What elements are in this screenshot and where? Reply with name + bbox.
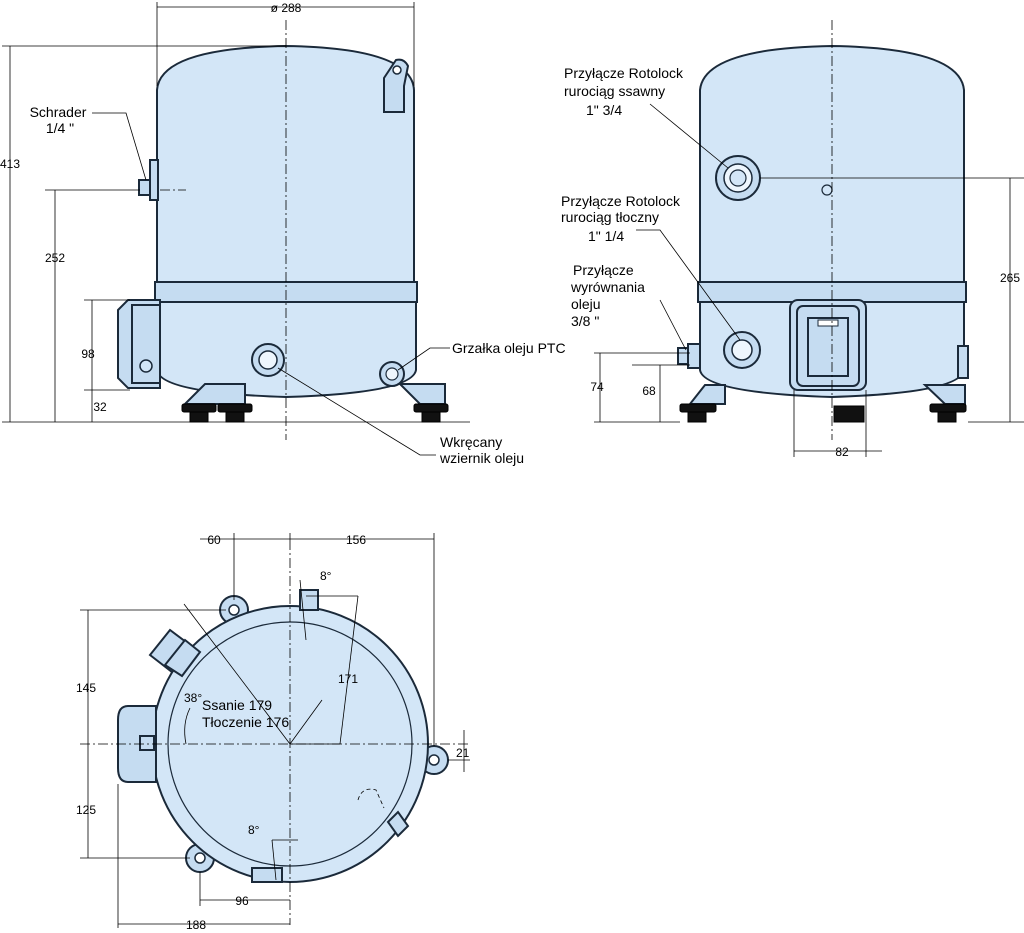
dim-width-box: 82: [835, 445, 849, 459]
side-feet: [181, 383, 449, 423]
dim-height-base: 32: [93, 400, 107, 414]
discharge-label-2: rurociąg tłoczny: [561, 209, 659, 225]
dim-height-total: 413: [0, 157, 20, 171]
terminal-box: [117, 299, 161, 389]
suction-label-2: rurociąg ssawny: [564, 83, 665, 99]
top-heater-fitting: [386, 810, 410, 838]
dim-height-suction: 265: [1000, 271, 1020, 285]
oil-heater: [379, 361, 405, 387]
discharge-rotolock: [723, 331, 761, 369]
oil-equalization-fitting: [677, 343, 701, 369]
oil-label-1: Przyłącze: [573, 262, 634, 278]
top-view: 60 156 8° 171 145 125 38° Ssanie 179 Tło…: [76, 533, 470, 932]
discharge-text: Tłoczenie 176: [202, 714, 289, 730]
dim-height-schrader: 252: [45, 251, 65, 265]
dim-height-oil-2: 68: [642, 384, 656, 398]
dim-diameter: ø 288: [271, 1, 302, 15]
top-discharge-fitting: [299, 589, 319, 611]
dim-21: 21: [456, 746, 470, 760]
right-side-fitting: [957, 345, 969, 379]
side-shell: [156, 44, 415, 289]
oil-label-3: oleju: [571, 296, 601, 312]
suction-label-3: 1" 3/4: [586, 102, 622, 118]
lifting-lug: [383, 58, 410, 113]
front-view: 265 74 68 82 Przyłącze Rotolock rurociąg…: [561, 20, 1024, 459]
angle-38: 38°: [184, 691, 202, 705]
terminal-box-front: [789, 299, 867, 391]
front-feet: [679, 384, 967, 423]
discharge-label-3: 1" 1/4: [588, 228, 624, 244]
schrader-size: 1/4 ": [46, 120, 74, 136]
sightglass-label: Wkręcany: [440, 434, 502, 450]
angle-8-bottom: 8°: [248, 823, 260, 837]
suction-label-1: Przyłącze Rotolock: [564, 65, 684, 81]
dim-145: 145: [76, 681, 96, 695]
oil-label-2: wyrównania: [570, 279, 645, 295]
suction-rotolock: [715, 155, 761, 201]
side-lower-shell: [156, 301, 417, 399]
suction-text: Ssanie 179: [202, 697, 272, 713]
oil-label-4: 3/8 ": [571, 313, 599, 329]
schrader-valve: [138, 159, 159, 201]
discharge-label-1: Przyłącze Rotolock: [561, 193, 681, 209]
sightglass-label-2: wziernik oleju: [439, 450, 524, 466]
dim-height-box: 98: [81, 347, 95, 361]
center-nut: [821, 184, 833, 196]
side-view: ø 288 413 252 98 32 Schrader 1/4 " Grzał…: [0, 1, 566, 466]
dim-60: 60: [207, 533, 221, 547]
top-suction-fitting: [148, 628, 202, 678]
dim-156: 156: [346, 533, 366, 547]
schrader-label: Schrader: [30, 104, 87, 120]
angle-8-top: 8°: [320, 569, 332, 583]
top-oil-fitting: [251, 867, 283, 883]
dim-171: 171: [338, 672, 358, 686]
heater-label: Grzałka oleju PTC: [452, 340, 566, 356]
dim-height-oil-1: 74: [590, 380, 604, 394]
dim-188: 188: [186, 918, 206, 932]
oil-sight-glass: [251, 343, 285, 377]
dim-96: 96: [235, 894, 249, 908]
dim-125: 125: [76, 803, 96, 817]
